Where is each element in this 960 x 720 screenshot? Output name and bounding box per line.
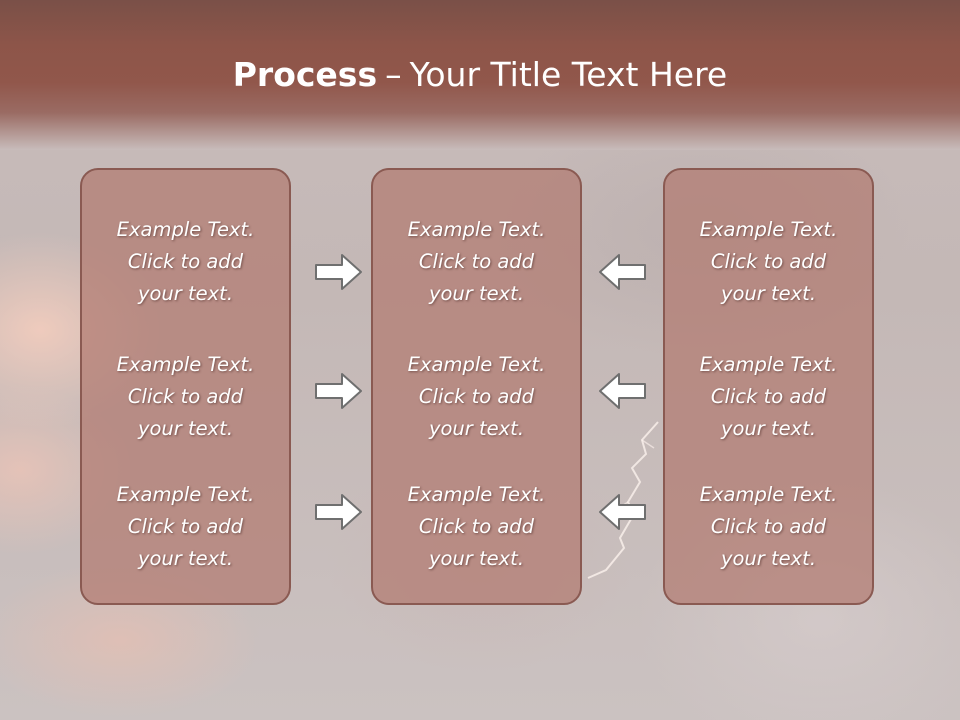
process-box-right[interactable]: Example Text. Click to add your text. Ex…	[663, 168, 874, 605]
title-rest: Your Title Text Here	[409, 55, 728, 94]
item-line: your text.	[137, 417, 234, 440]
item-line: Click to add	[418, 250, 535, 273]
right-arrow-icon[interactable]	[314, 371, 364, 411]
item-line: your text.	[137, 282, 234, 305]
item-line: Example Text.	[699, 353, 838, 376]
item-line: Example Text.	[116, 483, 255, 506]
item-line: Example Text.	[407, 353, 546, 376]
item-line: your text.	[428, 547, 525, 570]
item-line: Click to add	[418, 515, 535, 538]
item-line: your text.	[428, 282, 525, 305]
text-item[interactable]: Example Text. Click to add your text.	[82, 479, 289, 575]
text-item[interactable]: Example Text. Click to add your text.	[373, 479, 580, 575]
left-arrow-icon[interactable]	[597, 492, 647, 532]
text-item[interactable]: Example Text. Click to add your text.	[82, 214, 289, 310]
item-line: Click to add	[710, 250, 827, 273]
item-line: Click to add	[127, 515, 244, 538]
title-bold: Process	[232, 55, 378, 94]
item-line: Example Text.	[407, 483, 546, 506]
item-line: Click to add	[127, 250, 244, 273]
text-item[interactable]: Example Text. Click to add your text.	[665, 479, 872, 575]
item-line: your text.	[137, 547, 234, 570]
item-line: your text.	[720, 282, 817, 305]
item-line: your text.	[720, 547, 817, 570]
left-arrow-icon[interactable]	[597, 371, 647, 411]
item-line: Click to add	[127, 385, 244, 408]
title-bar	[0, 0, 960, 150]
item-line: your text.	[428, 417, 525, 440]
process-box-center[interactable]: Example Text. Click to add your text. Ex…	[371, 168, 582, 605]
process-box-left[interactable]: Example Text. Click to add your text. Ex…	[80, 168, 291, 605]
text-item[interactable]: Example Text. Click to add your text.	[665, 349, 872, 445]
item-line: Example Text.	[116, 353, 255, 376]
item-line: Example Text.	[699, 218, 838, 241]
item-line: Example Text.	[116, 218, 255, 241]
text-item[interactable]: Example Text. Click to add your text.	[82, 349, 289, 445]
text-item[interactable]: Example Text. Click to add your text.	[665, 214, 872, 310]
item-line: Click to add	[710, 515, 827, 538]
item-line: Click to add	[418, 385, 535, 408]
item-line: Example Text.	[407, 218, 546, 241]
item-line: Example Text.	[699, 483, 838, 506]
right-arrow-icon[interactable]	[314, 252, 364, 292]
text-item[interactable]: Example Text. Click to add your text.	[373, 214, 580, 310]
item-line: Click to add	[710, 385, 827, 408]
right-arrow-icon[interactable]	[314, 492, 364, 532]
title-dash: –	[385, 55, 402, 94]
left-arrow-icon[interactable]	[597, 252, 647, 292]
item-line: your text.	[720, 417, 817, 440]
slide-title[interactable]: Process–Your Title Text Here	[0, 52, 960, 98]
text-item[interactable]: Example Text. Click to add your text.	[373, 349, 580, 445]
